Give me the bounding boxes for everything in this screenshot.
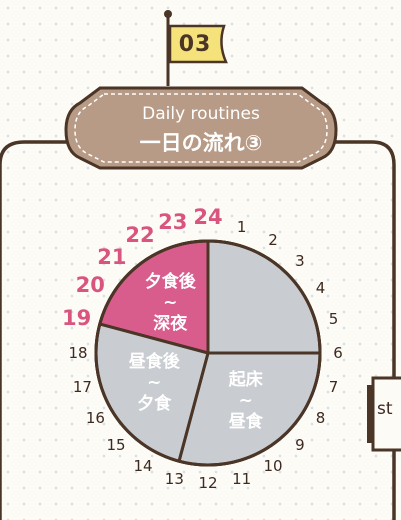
hour-label-14: 14 bbox=[133, 456, 153, 475]
hour-label-4: 4 bbox=[315, 279, 326, 297]
segment-label-line: ~ bbox=[147, 373, 162, 393]
segment-label-line: 昼食後 bbox=[128, 352, 180, 372]
side-tab-box bbox=[367, 376, 401, 452]
hour-label-20: 20 bbox=[75, 273, 105, 297]
hour-label-13: 13 bbox=[164, 469, 184, 488]
title-japanese: 一日の流れ③ bbox=[139, 131, 263, 155]
routine-pie bbox=[94, 239, 322, 467]
hour-label-15: 15 bbox=[106, 435, 126, 454]
hour-label-8: 8 bbox=[315, 409, 326, 427]
segment-label-2: 起床~昼食 bbox=[206, 370, 286, 433]
segment-label-line: 起床 bbox=[228, 370, 263, 391]
hour-label-2: 2 bbox=[268, 231, 278, 250]
segment-label-line: 昼食 bbox=[228, 412, 263, 433]
segment-label-line: ~ bbox=[238, 391, 253, 412]
segment-label-line: ~ bbox=[163, 292, 178, 313]
segment-label-3: 昼食後~夕食 bbox=[114, 352, 194, 415]
hour-label-19: 19 bbox=[62, 305, 92, 330]
segment-label-line: 深夜 bbox=[153, 313, 188, 334]
hour-label-3: 3 bbox=[295, 252, 305, 271]
hour-label-11: 11 bbox=[232, 469, 252, 488]
hour-label-5: 5 bbox=[328, 310, 339, 329]
hour-label-17: 17 bbox=[72, 377, 92, 396]
side-tab-label: st bbox=[377, 399, 393, 419]
section-number: 03 bbox=[178, 32, 212, 57]
hour-label-9: 9 bbox=[295, 435, 305, 454]
hour-label-12: 12 bbox=[198, 474, 218, 492]
hour-label-6: 6 bbox=[333, 344, 343, 362]
hour-label-22: 22 bbox=[125, 223, 155, 248]
pie-outline bbox=[94, 239, 322, 467]
hour-label-10: 10 bbox=[263, 456, 283, 475]
segment-label-0: 夕食後~深夜 bbox=[130, 272, 210, 335]
hour-label-16: 16 bbox=[85, 409, 105, 427]
flag-graphic bbox=[164, 10, 228, 86]
hour-label-24: 24 bbox=[193, 205, 223, 229]
segment-label-line: 夕食 bbox=[137, 394, 172, 414]
hour-label-18: 18 bbox=[68, 344, 88, 362]
hour-label-23: 23 bbox=[158, 209, 188, 234]
hour-label-1: 1 bbox=[236, 218, 247, 237]
hour-label-21: 21 bbox=[97, 244, 127, 269]
hour-label-7: 7 bbox=[328, 377, 339, 396]
segment-label-line: 夕食後 bbox=[144, 271, 196, 292]
title-english: Daily routines bbox=[142, 104, 260, 124]
title-banner bbox=[64, 86, 338, 170]
